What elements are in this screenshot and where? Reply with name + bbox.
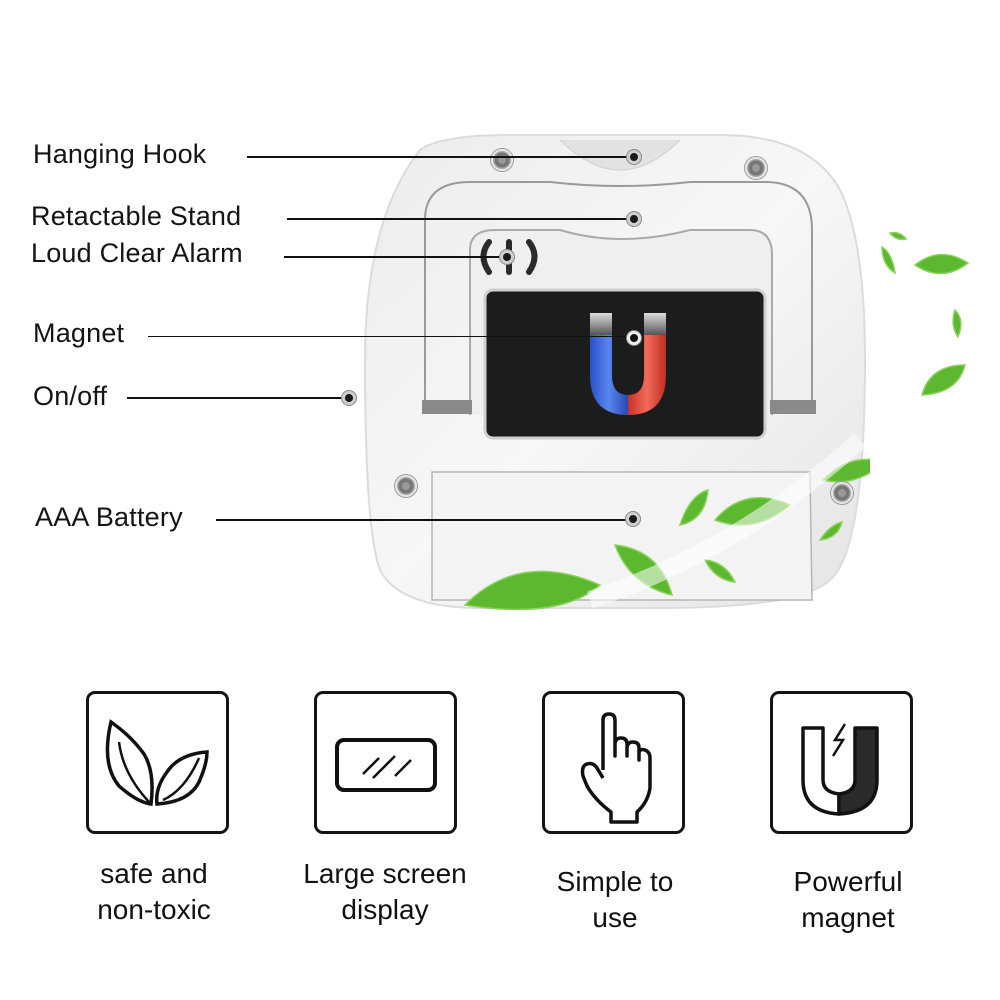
callout-label: Loud Clear Alarm <box>31 238 243 268</box>
feature-caption-line1: Powerful <box>793 866 903 897</box>
device-back-illustration <box>360 130 870 610</box>
large-screen-icon <box>335 738 437 792</box>
feature-caption: Simple to use <box>505 864 725 936</box>
device-body <box>363 134 870 610</box>
pointing-hand-icon <box>580 712 652 824</box>
magnet-icon <box>801 723 879 816</box>
leader-line <box>148 336 626 337</box>
feature-caption-line2: non-toxic <box>97 894 211 925</box>
callout-dot <box>626 512 640 526</box>
callout-label: On/off <box>33 381 108 411</box>
feature-caption-line1: safe and <box>100 858 208 889</box>
feature-icon-box <box>770 691 913 834</box>
callout-dot <box>627 212 641 226</box>
screw <box>491 149 513 171</box>
feature-icon-box <box>86 691 229 834</box>
leaf-decoration <box>870 225 980 405</box>
callout-dot <box>342 391 356 405</box>
leader-line <box>216 519 627 521</box>
feature-caption: Powerful magnet <box>738 864 958 936</box>
feature-caption-line1: Large screen <box>303 858 467 889</box>
leader-line <box>287 218 628 220</box>
callout-label: Magnet <box>33 318 125 348</box>
feature-icon-box <box>542 691 685 834</box>
callout-dot <box>627 331 641 345</box>
screw <box>831 482 853 504</box>
feature-caption-line2: magnet <box>801 902 895 933</box>
leader-line <box>284 256 502 258</box>
leaves-icon <box>105 719 209 806</box>
feature-icon-box <box>314 691 457 834</box>
callout-label: AAA Battery <box>35 502 183 532</box>
feature-caption-line2: use <box>592 902 638 933</box>
callout-label: Hanging Hook <box>33 139 207 169</box>
callout-dot <box>500 250 514 264</box>
callout-label: Retactable Stand <box>31 201 242 231</box>
feature-caption-line2: display <box>341 894 429 925</box>
callout-dot <box>627 150 641 164</box>
leader-line <box>127 397 343 399</box>
screw <box>745 157 767 179</box>
leader-line <box>247 156 628 158</box>
feature-caption: Large screen display <box>275 856 495 928</box>
feature-caption-line1: Simple to <box>556 866 674 897</box>
screw <box>395 475 417 497</box>
feature-caption: safe and non-toxic <box>44 856 264 928</box>
